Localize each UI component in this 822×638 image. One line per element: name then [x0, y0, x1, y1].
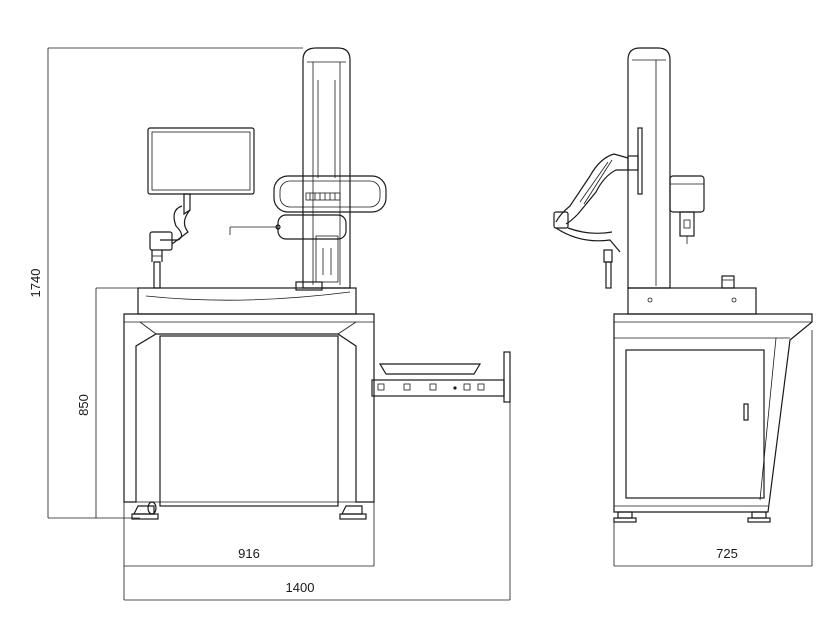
front-dimensions: 1740 850 916 1400 [28, 47, 511, 601]
side-dimensions: 725 [613, 330, 813, 567]
front-column [302, 47, 351, 289]
side-cabinet [613, 313, 813, 523]
front-monitor [147, 127, 255, 289]
front-carriage [229, 175, 387, 240]
side-granite-base [627, 275, 757, 315]
dimension-1400: 1400 [286, 580, 315, 595]
front-keyboard-tray [371, 351, 511, 403]
side-monitor [553, 127, 643, 289]
front-cabinet [123, 313, 375, 520]
front-view [123, 47, 511, 520]
side-probe-head [669, 175, 705, 244]
side-column [627, 47, 671, 289]
dimension-1740: 1740 [28, 269, 43, 298]
dimension-850: 850 [76, 394, 91, 416]
front-granite-base [137, 281, 357, 315]
dimension-916: 916 [238, 546, 260, 561]
side-view [553, 47, 813, 523]
dimension-725: 725 [716, 546, 738, 561]
